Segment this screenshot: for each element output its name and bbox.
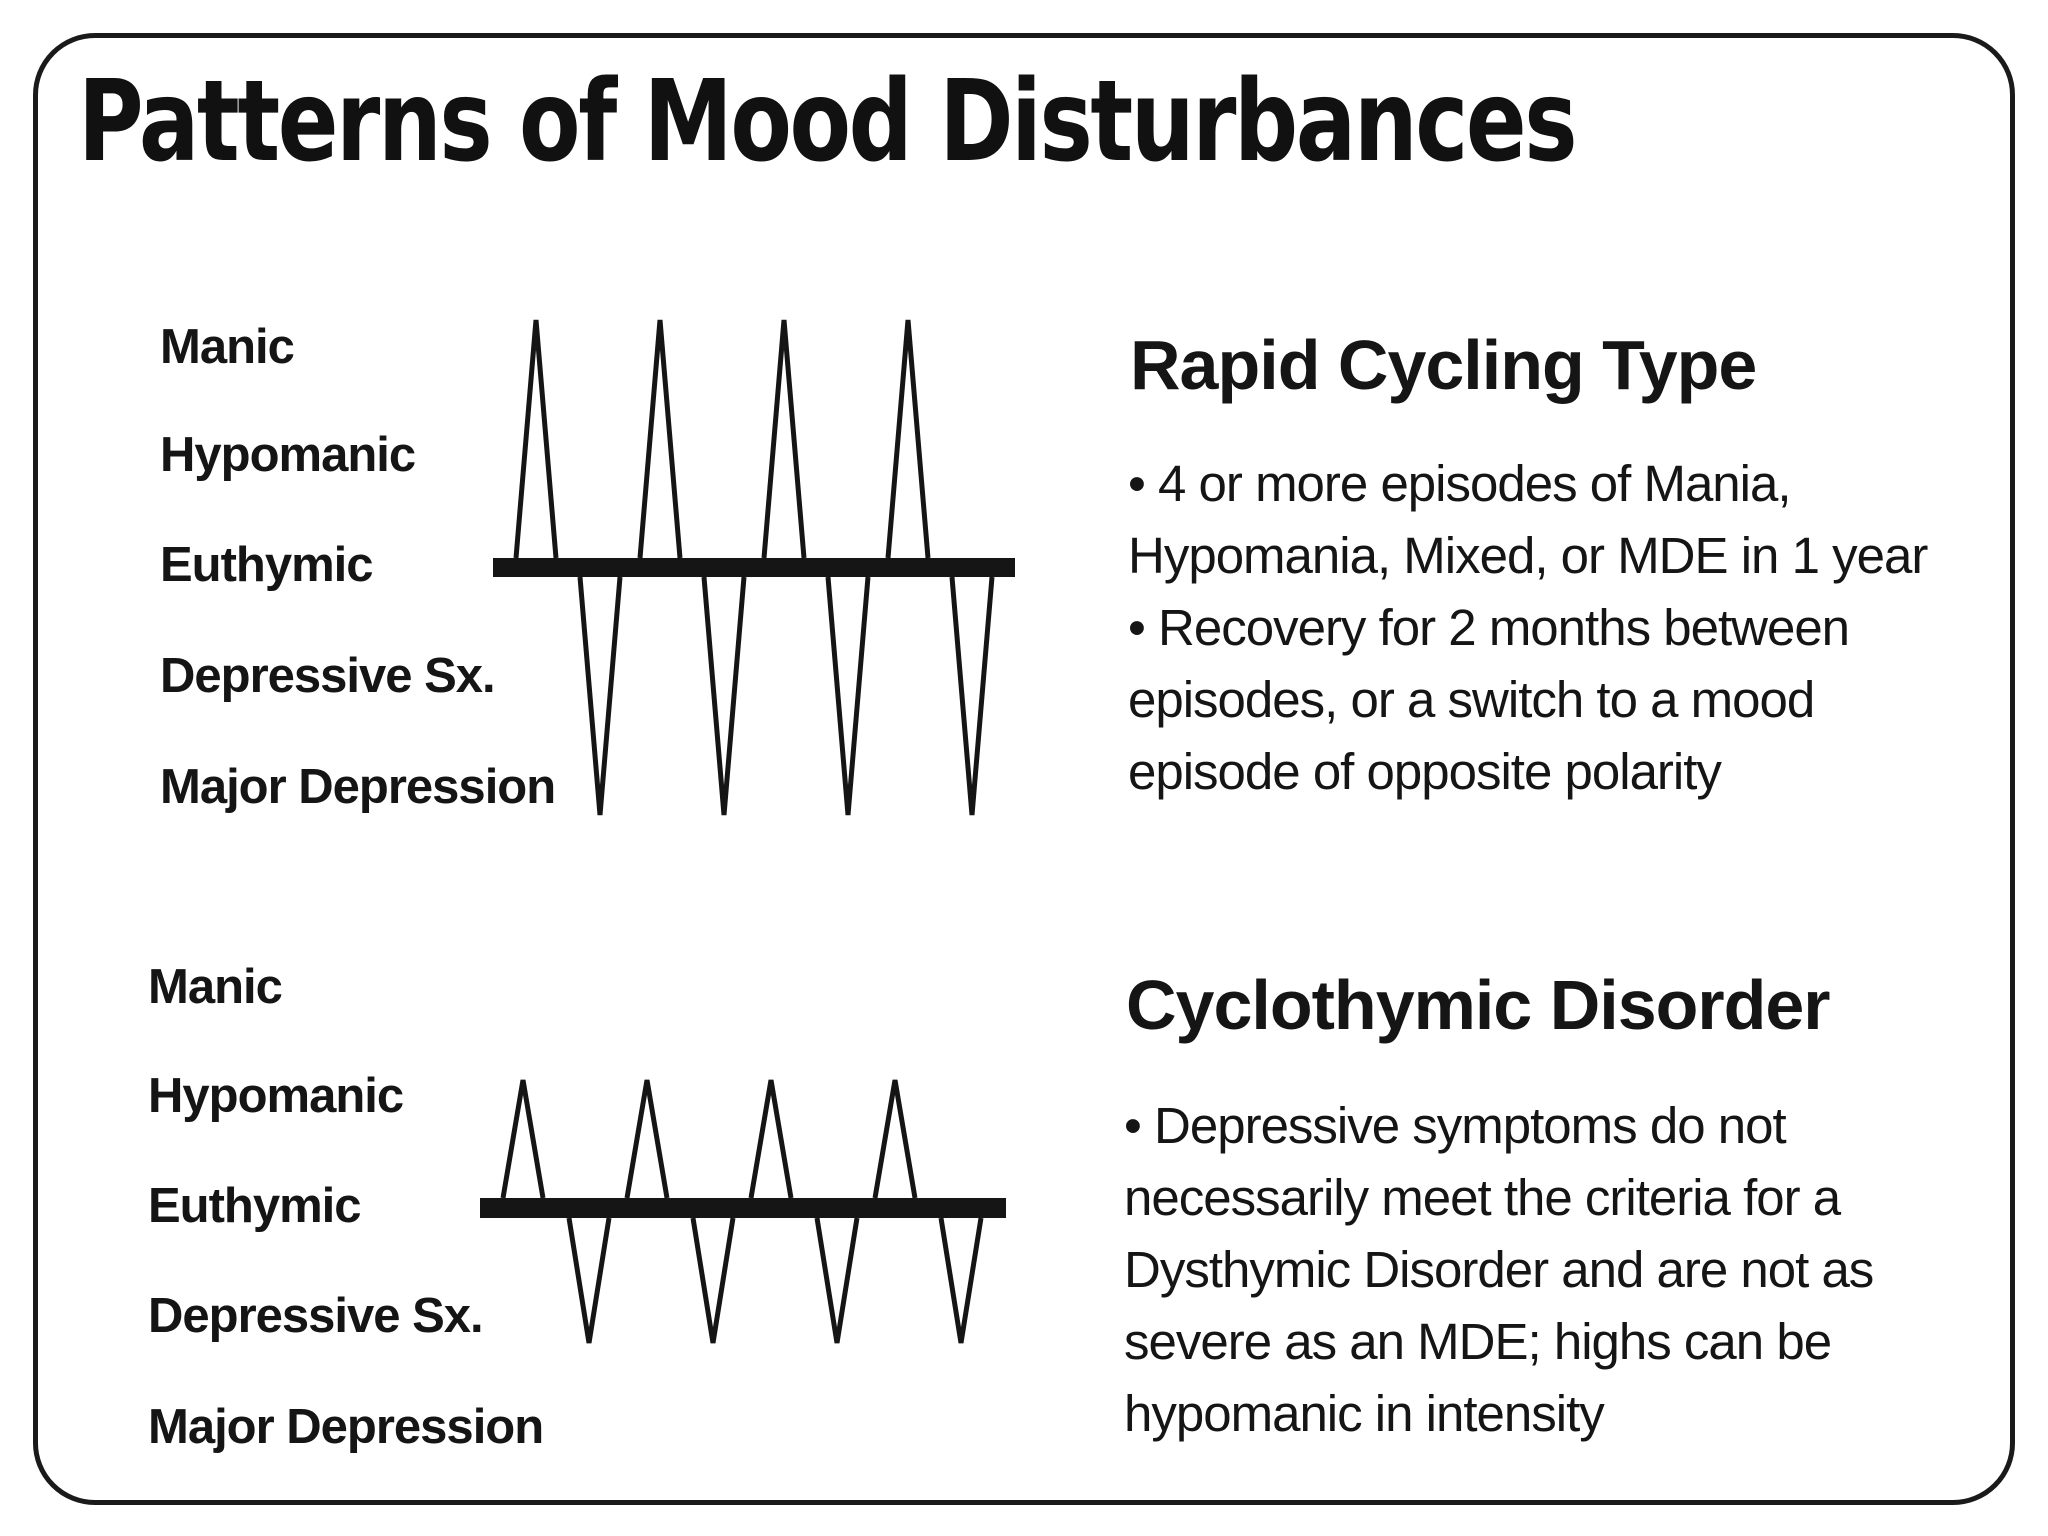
description-line: episodes, or a switch to a mood (1128, 671, 1815, 728)
level-label-depressive-sx: Depressive Sx. (160, 649, 496, 703)
description-line: episode of opposite polarity (1128, 743, 1722, 800)
description-line: necessarily meet the criteria for a (1124, 1169, 1841, 1226)
level-label-major-depression: Major Depression (148, 1400, 544, 1454)
description-line: • Depressive symptoms do not (1124, 1097, 1787, 1154)
description-line: severe as an MDE; highs can be (1124, 1313, 1832, 1370)
description-line: • 4 or more episodes of Mania, (1128, 455, 1792, 512)
level-label-hypomanic: Hypomanic (160, 428, 416, 482)
level-label-euthymic: Euthymic (148, 1179, 362, 1233)
cyclothymic-description: • Depressive symptoms do not necessarily… (1124, 1090, 1874, 1450)
cyclothymic-heading: Cyclothymic Disorder (1126, 966, 1831, 1044)
description-line: Hypomania, Mixed, or MDE in 1 year (1128, 527, 1928, 584)
description-line: • Recovery for 2 months between (1128, 599, 1850, 656)
description-line: hypomanic in intensity (1124, 1385, 1605, 1442)
slide-frame (33, 33, 2015, 1505)
level-label-depressive-sx: Depressive Sx. (148, 1289, 484, 1343)
description-line: Dysthymic Disorder and are not as (1124, 1241, 1874, 1298)
level-label-hypomanic: Hypomanic (148, 1069, 404, 1123)
rapid-cycling-description: • 4 or more episodes of Mania, Hypomania… (1128, 448, 1928, 808)
level-label-manic: Manic (148, 960, 283, 1014)
level-label-manic: Manic (160, 320, 295, 374)
page-title: Patterns of Mood Disturbances (78, 57, 1578, 187)
level-label-major-depression: Major Depression (160, 760, 556, 814)
level-label-euthymic: Euthymic (160, 538, 374, 592)
rapid-cycling-heading: Rapid Cycling Type (1130, 326, 1757, 404)
